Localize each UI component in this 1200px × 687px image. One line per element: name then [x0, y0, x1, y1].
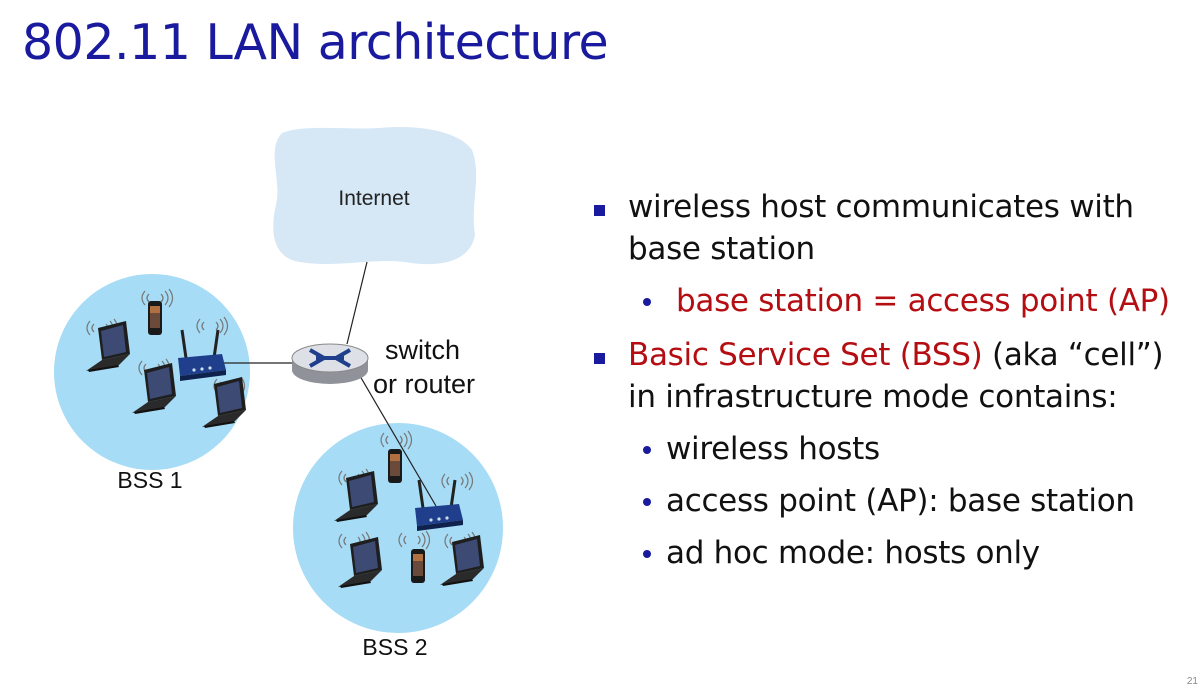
switch-label-line1: switch: [385, 335, 460, 365]
dot-bullet-icon: [643, 446, 651, 454]
sub-bullet-text: access point (AP): base station: [666, 483, 1135, 519]
dot-bullet-icon: [643, 498, 651, 506]
slide-title: 802.11 LAN architecture: [22, 14, 609, 71]
internet-cloud: [273, 126, 477, 265]
page-number: 21: [1186, 676, 1198, 687]
bullet-item: Basic Service Set (BSS) (aka “cell”) in …: [590, 334, 1190, 418]
sub-bullet-item: access point (AP): base station: [590, 480, 1190, 522]
link-switch-internet: [346, 261, 368, 345]
bullet-text: in infrastructure mode contains:: [628, 379, 1118, 415]
link-switch-ap2: [359, 375, 437, 507]
bullet-item: wireless host communicates with base sta…: [590, 186, 1190, 270]
bullet-text: wireless host communicates with: [628, 189, 1134, 225]
bss2-label: BSS 2: [362, 634, 427, 660]
phone-icon: [411, 549, 425, 583]
internet-label: Internet: [338, 187, 409, 210]
bss-diagram: Internet switch or router BSS 1 BSS 2: [54, 126, 503, 660]
sub-bullet-text: wireless hosts: [666, 431, 880, 467]
sub-bullet-text: base station = access point (AP): [676, 283, 1170, 319]
switch-label-line2: or router: [373, 369, 475, 399]
phone-icon: [148, 301, 162, 335]
sub-bullet-item: wireless hosts: [590, 428, 1190, 470]
switch-icon: [291, 343, 369, 384]
bullet-list: wireless host communicates with base sta…: [590, 186, 1190, 574]
bullet-text: base station: [628, 231, 815, 267]
dot-bullet-icon: [643, 298, 651, 306]
bullet-text: (aka “cell”): [982, 337, 1164, 373]
bss-term: Basic Service Set (BSS): [628, 337, 983, 373]
sub-bullet-item: ad hoc mode: hosts only: [590, 532, 1190, 574]
sub-bullet-text: ad hoc mode: hosts only: [666, 535, 1040, 571]
bss1-label: BSS 1: [117, 467, 182, 493]
sub-bullet-item: base station = access point (AP): [590, 280, 1190, 322]
square-bullet-icon: [594, 205, 605, 216]
phone-icon: [388, 449, 402, 483]
dot-bullet-icon: [643, 550, 651, 558]
square-bullet-icon: [594, 353, 605, 364]
